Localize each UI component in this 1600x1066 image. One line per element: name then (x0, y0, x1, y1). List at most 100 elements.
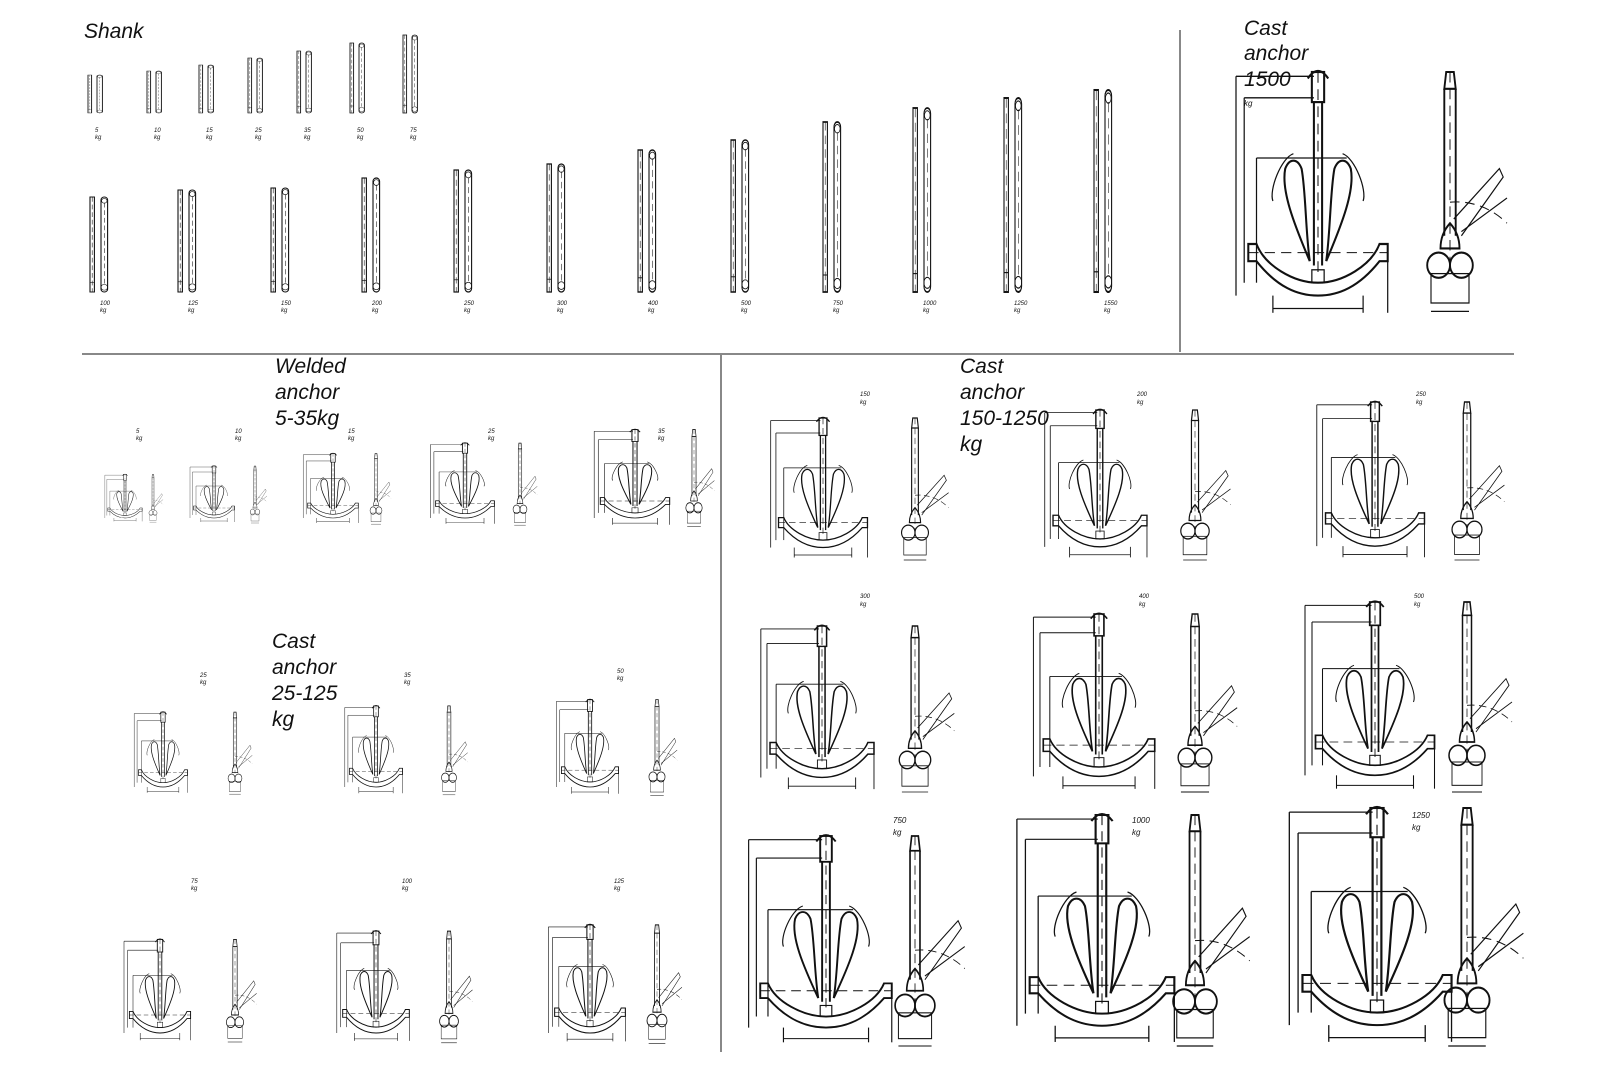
shank-drawing (637, 149, 657, 293)
shank-label-value: 10 (154, 128, 161, 134)
shank-label-value: 1000 (923, 301, 937, 307)
shank-drawing (146, 70, 162, 114)
shank-label-unit: kg (557, 308, 564, 314)
cast-large-anchor-label-unit: kg (1412, 823, 1421, 832)
shank-label-value: 750 (833, 301, 844, 307)
cast-1500-title-line2: anchor (1244, 42, 1309, 65)
welded-anchor-label-value: 10 (235, 429, 242, 435)
shank-label-value: 5 (95, 128, 99, 134)
shank-label-value: 300 (557, 301, 568, 307)
shank-label-value: 500 (741, 301, 752, 307)
shank-label-value: 250 (463, 301, 475, 307)
cast-small-anchor-label-value: 50 (617, 669, 624, 675)
welded-anchor-label-unit: kg (136, 436, 143, 442)
shank-label-unit: kg (923, 308, 930, 314)
welded-anchor-label-value: 15 (348, 429, 355, 435)
shank-drawing (361, 177, 381, 293)
shank-label-unit: kg (304, 135, 311, 141)
welded-anchor-label-unit: kg (348, 436, 355, 442)
welded-anchor-item: 35kg (593, 428, 715, 527)
cast-large-anchor-label-value: 400 (1139, 594, 1150, 600)
anchor-side-view (249, 465, 268, 524)
anchor-front-view (336, 930, 410, 1042)
cast-small-title-line3: 25-125 (271, 682, 338, 705)
anchor-side-view (898, 625, 956, 793)
shank-label-unit: kg (741, 308, 748, 314)
anchor-side-view (1426, 70, 1509, 313)
anchor-side-view (1448, 601, 1513, 793)
shank-drawing (349, 42, 365, 114)
anchor-front-view (593, 428, 671, 526)
shank-label-unit: kg (833, 308, 840, 314)
cast-large-title-line2: anchor (960, 381, 1025, 404)
welded-anchor-label-unit: kg (488, 436, 495, 442)
shank-label-value: 1250 (1014, 301, 1028, 307)
shank-label-value: 150 (281, 301, 292, 307)
shank-drawing (296, 50, 312, 114)
cast-large-anchor-group: 150kg200kg250kg300kg400kg500kg750kg1000k… (747, 392, 1525, 1048)
shank-drawing (87, 74, 103, 114)
anchor-side-view (685, 429, 715, 527)
cast-large-anchor-label-unit: kg (860, 602, 867, 608)
anchor-side-view (646, 924, 683, 1044)
shank-drawing (270, 187, 290, 293)
anchor-front-view (1044, 408, 1148, 559)
anchor-front-view (1015, 812, 1176, 1044)
cast-large-title-line4: kg (960, 433, 983, 456)
anchor-side-view (894, 835, 966, 1047)
cast-small-anchor-label-value: 100 (402, 879, 413, 885)
cast-small-anchor-label-value: 25 (199, 673, 207, 679)
anchor-side-view (369, 453, 392, 525)
welded-anchor-item: 5kg (104, 429, 164, 523)
anchor-front-view (1304, 600, 1436, 790)
shank-label-value: 75 (410, 128, 417, 134)
shank-label-unit: kg (281, 308, 288, 314)
anchor-front-view (123, 938, 192, 1041)
shank-label-value: 15 (206, 128, 213, 134)
anchor-front-view (430, 442, 495, 525)
cast-large-anchor-item: 300 kg (760, 594, 956, 793)
anchor-front-view (302, 452, 359, 524)
cast-small-title-line1: Cast (272, 630, 316, 653)
anchor-side-view (648, 699, 678, 796)
anchor-front-view (133, 711, 188, 794)
anchor-front-view (1288, 805, 1453, 1043)
cast-large-anchor-label-value: 300 (860, 594, 871, 600)
anchor-front-view (344, 705, 403, 794)
cast-1500-title-line3: 1500 (1244, 68, 1291, 91)
shank-label-value: 35 (304, 128, 311, 134)
anchor-side-view (227, 711, 253, 795)
cast-large-anchor-label-value: 150 (860, 392, 871, 398)
anchor-front-view (1316, 400, 1426, 558)
cast-large-anchor-label-value: 500 (1414, 594, 1425, 600)
anchor-front-view (770, 416, 869, 559)
shank-label-unit: kg (154, 135, 161, 141)
anchor-side-view (1443, 806, 1525, 1048)
shank-drawing (89, 196, 109, 293)
welded-title-line1: Welded (275, 355, 347, 378)
